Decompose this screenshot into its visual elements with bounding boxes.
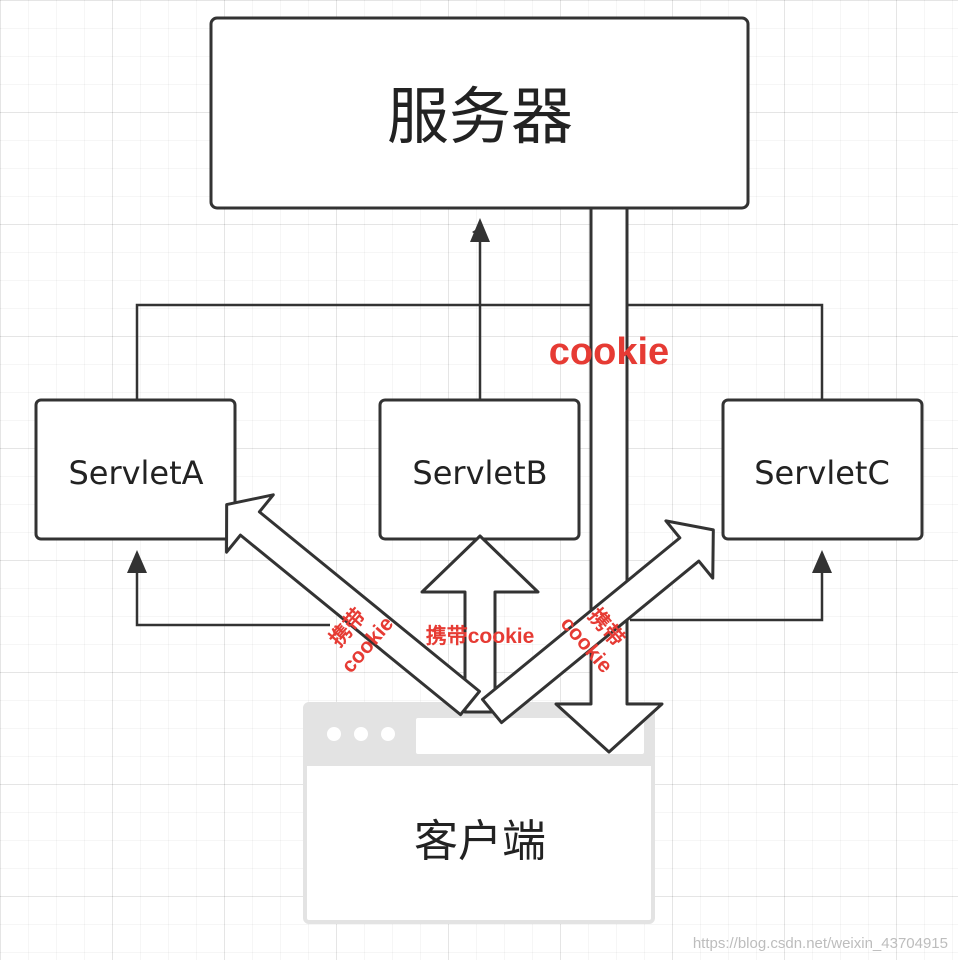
server-label: 服务器 xyxy=(387,80,573,153)
server-box xyxy=(209,16,750,210)
servlet-a-box xyxy=(34,398,237,541)
window-dot-icon xyxy=(354,727,368,741)
carry-cookie-arrow-left xyxy=(225,493,481,717)
servlet-b-label: ServletB xyxy=(412,454,547,492)
client-to-servlet-connector xyxy=(135,562,824,627)
carry-center-label: 携带cookie xyxy=(426,624,535,648)
servlet-c-box xyxy=(721,398,924,541)
servlet-a-label: ServletA xyxy=(68,454,203,492)
watermark: https://blog.csdn.net/weixin_43704915 xyxy=(693,935,948,952)
server-arrowhead xyxy=(470,218,490,242)
servlet-c-label: ServletC xyxy=(754,454,890,492)
carry-cookie-arrow-right xyxy=(480,519,715,725)
servlet-a-arrowhead xyxy=(127,550,147,573)
cookie-response-label: cookie xyxy=(549,331,669,373)
window-dot-icon xyxy=(381,727,395,741)
servlet-bus-connector xyxy=(135,227,824,400)
servlet-c-arrowhead xyxy=(812,550,832,573)
window-dot-icon xyxy=(327,727,341,741)
cookie-response-arrow xyxy=(554,206,664,754)
client-label: 客户端 xyxy=(414,816,546,867)
